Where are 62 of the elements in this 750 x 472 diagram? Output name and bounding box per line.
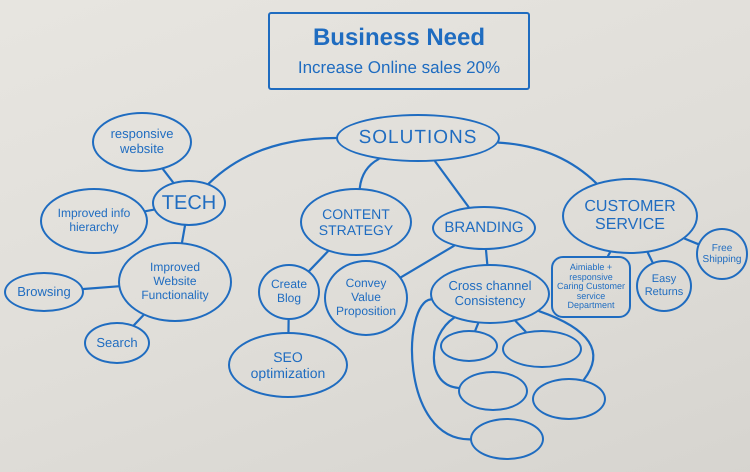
goal-heading: Business Need: [312, 24, 486, 52]
topic-bubble: [40, 188, 148, 254]
bubble-label: Aimiable + responsive Caring Customer service Department: [556, 263, 626, 311]
connector-line: [410, 298, 472, 440]
topic-bubble: [152, 180, 226, 226]
empty-bubble: [532, 378, 606, 420]
topic-bubble: [4, 272, 84, 312]
bubble-label: Free Shipping: [702, 242, 742, 266]
connector-line: [180, 224, 186, 244]
topic-bubble: [92, 112, 192, 172]
goal-box: [268, 12, 530, 90]
connector-line: [358, 158, 380, 190]
bubble-label: Cross channel Consistency: [447, 279, 533, 309]
connector-line: [484, 248, 488, 266]
topic-bubble: [228, 332, 348, 398]
empty-bubble: [458, 371, 528, 411]
connector-line: [434, 160, 470, 208]
bubble-label: Convey Value Proposition: [334, 277, 398, 319]
empty-bubble: [440, 330, 498, 362]
topic-bubble: [562, 178, 698, 254]
connector-line: [432, 316, 460, 390]
connector-line: [162, 168, 174, 184]
goal-text: Increase Online sales 20%: [298, 58, 500, 78]
connector-line: [82, 285, 120, 290]
empty-bubble: [502, 330, 582, 368]
topic-bubble: [636, 260, 692, 312]
topic-bubble: [336, 114, 500, 162]
topic-bubble: [84, 322, 150, 364]
topic-bubble: [696, 228, 748, 280]
connector-line: [144, 208, 155, 212]
topic-bubble: [300, 188, 412, 256]
bubble-label: CONTENT STRATEGY: [318, 206, 394, 238]
bubble-label: Easy Returns: [644, 273, 684, 299]
bubble-label: Improved Website Functionality: [140, 261, 210, 303]
topic-bubble: [430, 264, 550, 324]
connector-line: [606, 251, 612, 258]
bubble-label: SOLUTIONS: [358, 127, 478, 149]
bubble-label: Improved info hierarchy: [56, 207, 132, 235]
connector-line: [287, 318, 290, 334]
topic-bubble: [324, 260, 408, 336]
empty-bubble: [470, 418, 544, 460]
bubble-label: SEO optimization: [250, 348, 326, 382]
topic-bubble: [432, 206, 536, 250]
connector-line: [208, 136, 338, 185]
topic-bubble: [118, 242, 232, 322]
topic-bubble: [258, 264, 320, 320]
bubble-label: TECH: [162, 192, 216, 214]
bubble-label: Search: [96, 336, 138, 350]
bubble-label: CUSTOMER SERVICE: [583, 198, 677, 234]
bubble-label: Browsing: [17, 284, 71, 300]
bubble-label: BRANDING: [444, 219, 524, 237]
connector-line: [497, 142, 598, 184]
note-box: [551, 256, 631, 318]
bubble-label: Create Blog: [270, 278, 308, 306]
connector-line: [308, 250, 329, 272]
connector-line: [132, 314, 144, 326]
connector-line: [514, 320, 527, 333]
bubble-label: responsive website: [110, 127, 174, 157]
connector-line: [400, 244, 455, 278]
connector-line: [646, 252, 654, 264]
connector-line: [684, 237, 700, 246]
connector-line: [474, 322, 480, 332]
